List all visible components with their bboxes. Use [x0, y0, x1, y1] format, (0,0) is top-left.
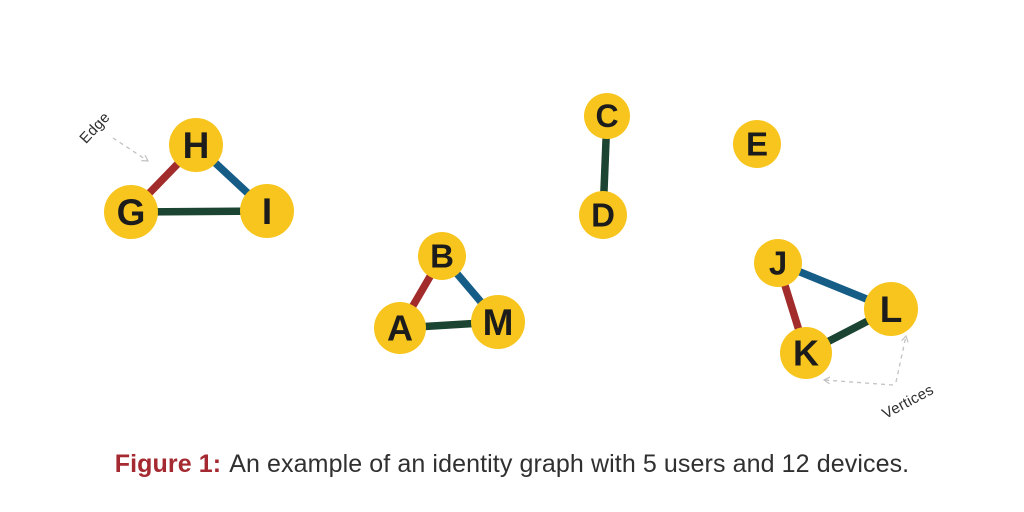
graph-node-K: K [780, 327, 832, 379]
figure-caption: Figure 1:An example of an identity graph… [0, 450, 1024, 479]
graph-node-C: C [584, 93, 630, 139]
node-label-J: J [769, 245, 787, 282]
graph-node-M: M [471, 295, 525, 349]
figure-caption-text: An example of an identity graph with 5 u… [229, 450, 910, 478]
figure-caption-prefix: Figure 1: [114, 450, 222, 478]
node-circle-J [754, 239, 802, 287]
node-circle-A [374, 302, 426, 354]
node-circle-M [471, 295, 525, 349]
node-circle-K [780, 327, 832, 379]
node-circle-H [169, 118, 223, 172]
node-label-I: I [262, 191, 272, 232]
node-circle-D [579, 191, 627, 239]
node-circle-B [418, 232, 466, 280]
graph-node-I: I [240, 184, 294, 238]
node-label-D: D [591, 197, 615, 234]
graph-node-D: D [579, 191, 627, 239]
node-circle-E [733, 120, 781, 168]
node-label-K: K [793, 332, 819, 373]
annotation-arrows [112, 137, 906, 386]
nodes-layer: GH I ABM C D E J K L [104, 93, 918, 379]
node-circle-C [584, 93, 630, 139]
graph-node-H: H [169, 118, 223, 172]
graph-node-B: B [418, 232, 466, 280]
node-label-M: M [483, 302, 514, 343]
node-label-G: G [117, 192, 146, 233]
vertices-pointer-arrow-left [824, 380, 894, 386]
graph-node-A: A [374, 302, 426, 354]
graph-node-L: L [864, 282, 918, 336]
node-label-A: A [387, 307, 413, 348]
graph-node-E: E [733, 120, 781, 168]
node-circle-G [104, 185, 158, 239]
edge-pointer-arrow [112, 137, 148, 161]
graph-node-G: G [104, 185, 158, 239]
node-circle-L [864, 282, 918, 336]
vertices-pointer-arrow-up [895, 336, 906, 383]
node-label-H: H [183, 125, 210, 166]
graph-node-J: J [754, 239, 802, 287]
node-label-C: C [595, 98, 618, 134]
node-circle-I [240, 184, 294, 238]
node-label-E: E [746, 126, 768, 163]
node-label-B: B [430, 238, 454, 275]
node-label-L: L [880, 289, 903, 330]
